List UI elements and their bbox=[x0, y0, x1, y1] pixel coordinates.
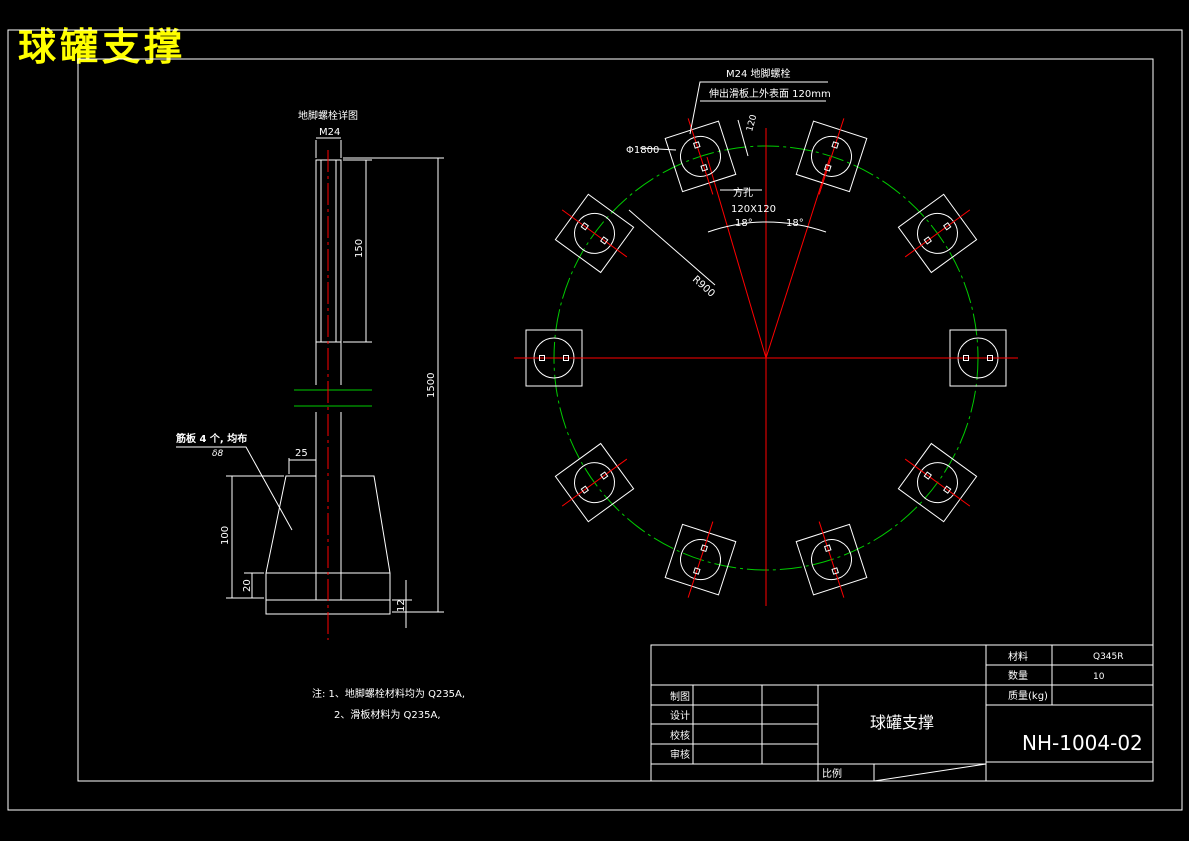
dim-20: 20 bbox=[242, 579, 253, 592]
support-pad bbox=[514, 329, 594, 387]
row-draw: 制图 bbox=[670, 690, 690, 703]
rib-thk: δ8 bbox=[212, 449, 224, 459]
row-design: 设计 bbox=[670, 709, 690, 722]
row-review: 审核 bbox=[670, 748, 690, 761]
drawing-no: NH-1004-02 bbox=[1022, 731, 1143, 755]
scale-label: 比例 bbox=[822, 767, 842, 780]
support-pad bbox=[938, 329, 1018, 387]
hole-label-2: 120X120 bbox=[731, 204, 776, 215]
angle-right: 18° bbox=[786, 218, 804, 229]
page-title: 球罐支撑 bbox=[18, 24, 187, 69]
dim-12: 12 bbox=[396, 599, 407, 612]
support-pad bbox=[554, 442, 635, 523]
support-pad bbox=[795, 521, 868, 598]
detail-heading: 地脚螺栓详图 bbox=[298, 109, 358, 122]
support-pad bbox=[897, 442, 978, 523]
material-label: 材料 bbox=[1008, 650, 1028, 663]
dia-label: Φ1800 bbox=[626, 145, 659, 156]
mass-label: 质量(kg) bbox=[1008, 690, 1048, 702]
support-pad bbox=[664, 521, 737, 598]
qty-label: 数量 bbox=[1008, 669, 1028, 682]
thread-label: M24 bbox=[319, 127, 340, 138]
bolt-label: M24 地脚螺栓 bbox=[726, 67, 791, 80]
bolt-note: 伸出滑板上外表面 120mm bbox=[709, 87, 831, 100]
qty-value: 10 bbox=[1093, 672, 1105, 682]
dim-120: 120 bbox=[745, 113, 759, 132]
radius-label: R900 bbox=[690, 274, 717, 300]
support-pad bbox=[664, 118, 737, 195]
outer-border bbox=[7, 29, 1183, 811]
dim-1500: 1500 bbox=[426, 373, 437, 398]
inner-frame bbox=[77, 58, 1154, 782]
part-name: 球罐支撑 bbox=[870, 713, 934, 732]
dim-25: 25 bbox=[295, 448, 308, 459]
material-value: Q345R bbox=[1093, 652, 1124, 662]
support-pad bbox=[897, 193, 978, 274]
dim-150: 150 bbox=[354, 239, 365, 258]
plan-view bbox=[514, 81, 1018, 606]
note-line-2: 2、滑板材料为 Q235A, bbox=[334, 708, 441, 721]
support-pad bbox=[554, 193, 635, 274]
bolt-detail: 地脚螺栓详图 M24 150 1500 25 bbox=[175, 109, 444, 640]
row-check: 校核 bbox=[670, 729, 690, 742]
angle-left: 18° bbox=[735, 218, 753, 229]
title-block bbox=[650, 644, 1154, 782]
note-line-1: 注: 1、地脚螺栓材料均为 Q235A, bbox=[312, 687, 465, 700]
dim-100: 100 bbox=[220, 526, 231, 545]
hole-label-1: 方孔 bbox=[733, 186, 753, 199]
rib-note: 筋板 4 个, 均布 bbox=[175, 432, 247, 445]
support-pad bbox=[795, 118, 868, 195]
